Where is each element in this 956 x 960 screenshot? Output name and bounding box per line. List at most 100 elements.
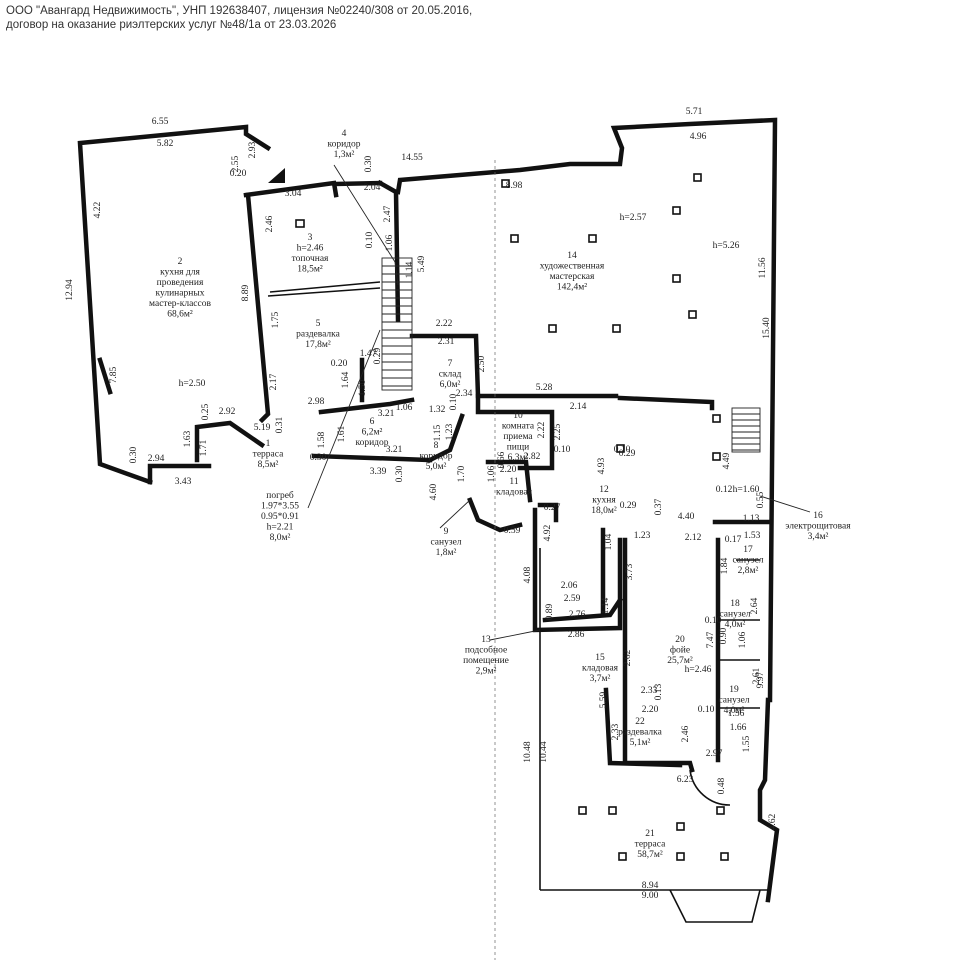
dimension-label: 2.50 bbox=[477, 355, 487, 372]
dimension-label: 0.30 bbox=[310, 453, 327, 463]
equipment-box bbox=[295, 219, 305, 228]
dimension-label: 1.64 bbox=[341, 371, 351, 388]
dimension-label: 10.44 bbox=[539, 741, 549, 763]
leader-cellar bbox=[307, 329, 381, 509]
dimension-label: 8.94 bbox=[642, 881, 659, 891]
column bbox=[712, 452, 721, 461]
dimension-label: 3.73 bbox=[625, 563, 635, 580]
dimension-label: 2.22 bbox=[436, 319, 453, 329]
column bbox=[716, 806, 725, 815]
wall-corridor-6b bbox=[311, 453, 433, 463]
dimension-label: 0.29 bbox=[373, 347, 383, 364]
dimension-label: 4.96 bbox=[690, 132, 707, 142]
room-label-28: h=1.60 bbox=[733, 485, 760, 495]
dimension-label: 0.30 bbox=[364, 155, 374, 172]
column bbox=[693, 173, 702, 182]
dimension-label: 0.37 bbox=[654, 498, 664, 515]
dimension-label: 1.50 bbox=[358, 379, 368, 396]
room-label-24: h=2.46 bbox=[685, 665, 712, 675]
column bbox=[612, 324, 621, 333]
dimension-label: 0.17 bbox=[725, 535, 742, 545]
dimension-label: 2.31 bbox=[438, 337, 455, 347]
header-line-2: договор на оказание риэлтерских услуг №4… bbox=[6, 19, 337, 31]
dimension-label: 2.33 bbox=[611, 723, 621, 740]
dimension-label: 3.04 bbox=[285, 189, 302, 199]
dimension-label: 4.22 bbox=[93, 201, 103, 218]
leader-corridor-4 bbox=[333, 164, 396, 263]
walls bbox=[77, 117, 780, 903]
dimension-label: 15.40 bbox=[762, 317, 772, 339]
column bbox=[712, 414, 721, 423]
columns bbox=[501, 173, 729, 861]
wall-terrace-1 bbox=[147, 463, 212, 485]
dimension-label: 1.14 bbox=[601, 597, 611, 614]
dimension-label: 1.14 bbox=[405, 261, 415, 278]
dimension-label: 7.47 bbox=[706, 631, 716, 648]
dimension-label: 5.82 bbox=[157, 139, 174, 149]
dimension-label: 5.59 bbox=[599, 691, 609, 708]
dimension-label: 1.04 bbox=[604, 533, 614, 550]
wall-kladovaya bbox=[532, 507, 623, 633]
dimension-label: 2.14 bbox=[570, 402, 587, 412]
dimension-label: 0.90 bbox=[719, 627, 729, 644]
dimension-label: 2.55 bbox=[231, 155, 241, 172]
wall-room10 bbox=[475, 393, 555, 471]
dimension-label: 1.06 bbox=[385, 234, 395, 251]
dimension-label: 2.76 bbox=[569, 610, 586, 620]
column bbox=[676, 852, 685, 861]
leader-room-13 bbox=[489, 629, 541, 641]
dimension-label: 0.10 bbox=[698, 705, 715, 715]
dimension-label: 2.64 bbox=[750, 597, 760, 614]
column bbox=[548, 324, 557, 333]
dimension-label: 2.97 bbox=[706, 749, 723, 759]
dimension-label: 1.23 bbox=[445, 423, 455, 440]
dimension-label: 5.19 bbox=[254, 423, 271, 433]
dimension-label: 1.15 bbox=[433, 424, 443, 441]
wall-kitchen-outer bbox=[77, 124, 272, 485]
wall-window-kitchen bbox=[97, 357, 113, 395]
wall-klad-inner bbox=[542, 596, 624, 623]
dimension-label: 4.40 bbox=[678, 512, 695, 522]
wall-studio-south bbox=[617, 395, 715, 411]
wall-razdevalka-22 bbox=[603, 687, 683, 768]
dimension-label: 2.82 bbox=[524, 452, 541, 462]
dimension-label: 1.23 bbox=[634, 531, 651, 541]
dimension-label: 0.27 bbox=[544, 503, 561, 513]
dimension-label: 2.93 bbox=[248, 141, 258, 158]
wall-terrace-1b bbox=[194, 420, 266, 463]
dimension-label: 1.58 bbox=[317, 431, 327, 448]
dimension-label: 2.06 bbox=[561, 581, 578, 591]
dimension-label: 6.55 bbox=[152, 117, 169, 127]
column bbox=[501, 179, 510, 188]
dimension-label: 11.56 bbox=[758, 257, 768, 278]
leader-bath-9 bbox=[439, 499, 471, 529]
wall-kitchen-12 bbox=[537, 502, 559, 523]
dimension-label: 12.94 bbox=[65, 279, 75, 301]
dimension-label: 10.48 bbox=[523, 741, 533, 763]
dimension-label: 1.61 bbox=[337, 425, 347, 442]
dimension-label: 2.17 bbox=[269, 373, 279, 390]
wall-corr-8 bbox=[426, 413, 465, 464]
dimension-label: 1.53 bbox=[744, 531, 761, 541]
partition-3-5 bbox=[269, 281, 381, 293]
dimension-label: 0.20 bbox=[331, 359, 348, 369]
dimension-label: 0.25 bbox=[201, 403, 211, 420]
dimension-label: 2.61 bbox=[752, 667, 762, 684]
header-line-1: ООО "Авангард Недвижимость", УНП 1926384… bbox=[6, 5, 473, 17]
dimension-label: 0.20 bbox=[230, 169, 247, 179]
stair-east bbox=[731, 407, 761, 453]
stair-main bbox=[381, 257, 413, 391]
dimension-label: 2.04 bbox=[364, 183, 381, 193]
column bbox=[720, 852, 729, 861]
dimension-label: 2.34 bbox=[456, 389, 473, 399]
dimension-label: 0.10 bbox=[449, 393, 459, 410]
room-label-2: h=2.50 bbox=[179, 379, 206, 389]
